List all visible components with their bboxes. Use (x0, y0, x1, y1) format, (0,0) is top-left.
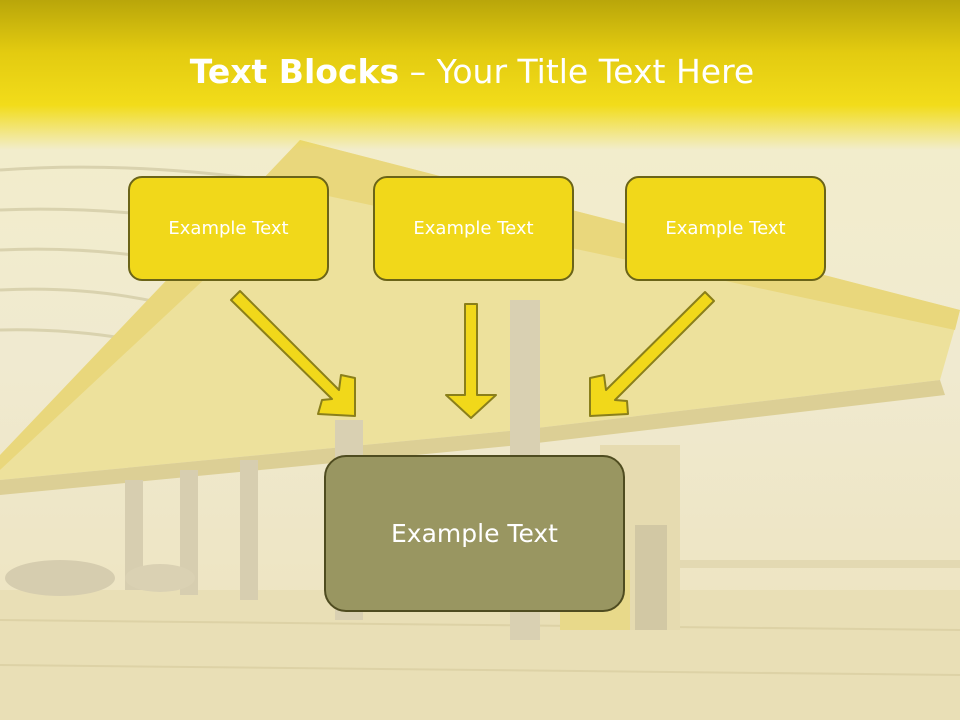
title-rest: Your Title Text Here (436, 52, 755, 91)
text-block-2[interactable]: Example Text (373, 176, 574, 281)
text-block-3-label: Example Text (665, 218, 786, 239)
arrow-left (230, 290, 356, 417)
slide-title: Text Blocks – Your Title Text Here (0, 52, 944, 91)
main-text-block[interactable]: Example Text (324, 455, 625, 612)
text-block-1-label: Example Text (168, 218, 289, 239)
arrow-center (445, 303, 497, 419)
text-block-3[interactable]: Example Text (625, 176, 826, 281)
text-block-1[interactable]: Example Text (128, 176, 329, 281)
text-block-2-label: Example Text (413, 218, 534, 239)
title-bold-part: Text Blocks (189, 52, 400, 91)
title-separator: – (399, 52, 437, 91)
main-text-block-label: Example Text (391, 519, 558, 548)
arrow-right (589, 291, 715, 417)
title-band (0, 0, 960, 150)
